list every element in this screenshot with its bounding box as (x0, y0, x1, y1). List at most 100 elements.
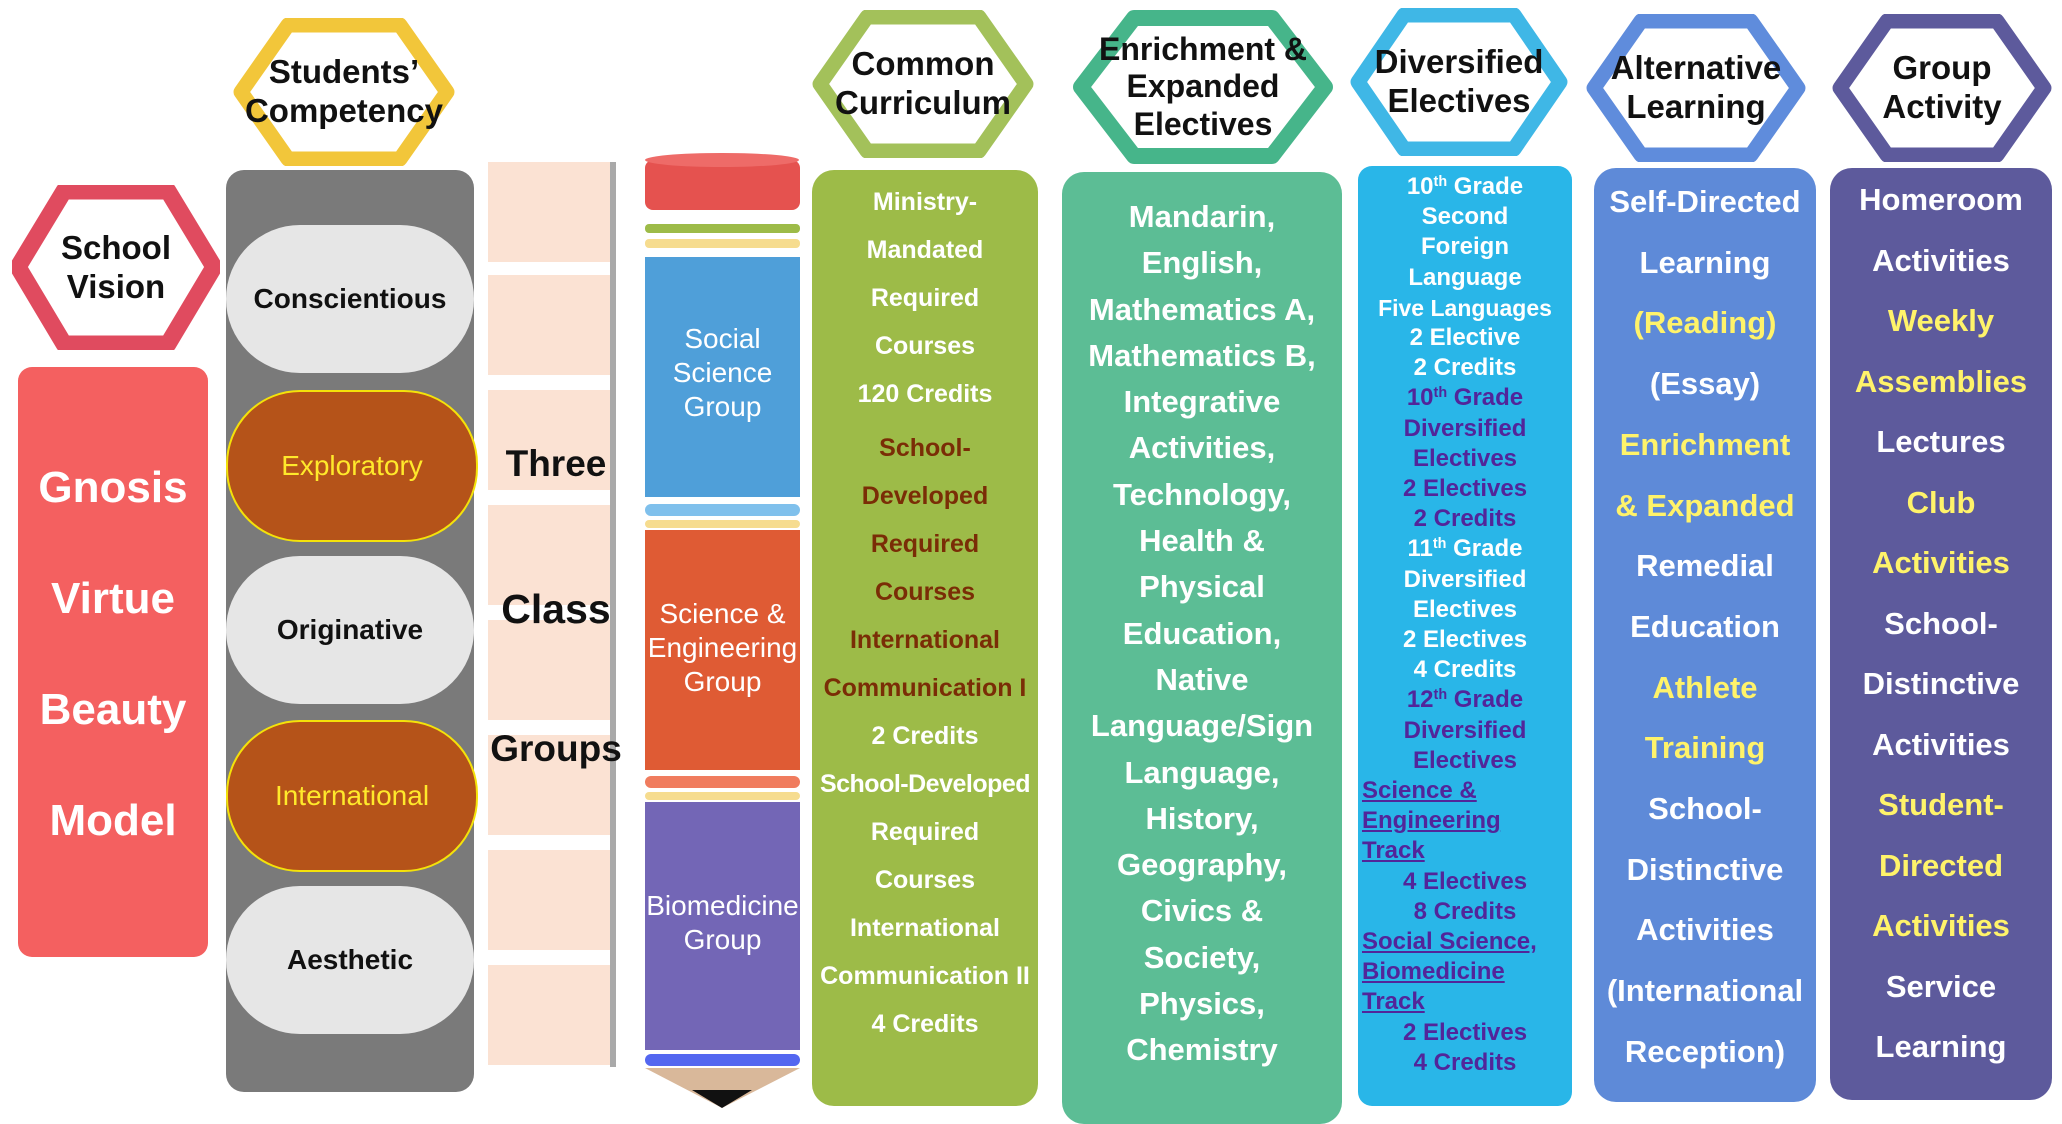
enrichment-line: Native (1155, 661, 1249, 697)
stack-edge (610, 162, 616, 1067)
groups-label-groups: Groups (490, 728, 622, 769)
group-activity-line: Distinctive (1862, 666, 2020, 701)
competency-conscientious: Conscientious (226, 225, 474, 373)
enrichment-line: Society, (1143, 939, 1261, 975)
alternative-line: Self-Directed (1609, 184, 1801, 219)
common-block-international: 2 Credits School-Developed Required Cour… (819, 722, 1031, 1038)
alternative-line: & Expanded (1615, 487, 1795, 523)
group-activity-line: Homeroom (1859, 182, 2023, 217)
enrichment-line: Physics, (1139, 986, 1265, 1022)
students-competency-title: Students’Competency (244, 53, 444, 129)
alternative-line: Education (1630, 608, 1780, 644)
stack-block (488, 965, 610, 1065)
group-activity-line: Activities (1872, 726, 2010, 762)
diversified-electives-column: 10th Grade Second Foreign Language Five … (1358, 166, 1572, 1106)
common-block-school-developed: School- Developed Required Courses Inter… (823, 434, 1027, 702)
alternative-line: Enrichment (1619, 426, 1791, 462)
alternative-line: School- (1648, 791, 1762, 827)
div-track-social-biomedicine-credits: 2 Electives 4 Credits (1402, 1018, 1528, 1076)
competency-aesthetic: Aesthetic (226, 886, 474, 1034)
groups-label-three: Three (505, 443, 607, 484)
enrichment-line: Mathematics A, (1088, 291, 1316, 327)
alternative-line: Activities (1636, 912, 1774, 948)
group-activity-line: Student- (1878, 787, 2004, 822)
group-activity-line: Directed (1878, 847, 2004, 883)
div-track-science-engineering: Science & Engineering Track (1362, 777, 1501, 865)
common-curriculum-column: Ministry- Mandated Required Courses 120 … (812, 170, 1038, 1106)
enrichment-line: Integrative (1123, 384, 1281, 420)
div-track-social-biomedicine: Social Science, Biomedicine Track (1362, 928, 1537, 1016)
pencil-illustration (645, 153, 800, 1108)
vision-value-model: Model (49, 796, 177, 845)
students-competency-hexagon: Students’Competency (233, 18, 455, 166)
stack-block (488, 850, 610, 950)
group-activity-line: Service (1885, 968, 1997, 1004)
enrichment-line: Language/Sign (1090, 708, 1314, 744)
alternative-line: (Reading) (1633, 305, 1777, 341)
alternative-line: (Essay) (1649, 366, 1761, 402)
enrichment-line: Geography, (1117, 847, 1287, 883)
div-section-11th-diversified: 11th Grade Diversified Electives 2 Elect… (1402, 535, 1528, 684)
group-activity-line: Club (1906, 484, 1976, 520)
stack-block (488, 390, 610, 490)
group-activity-line: Lectures (1876, 424, 2006, 459)
competency-originative: Originative (226, 556, 474, 704)
group-activity-line: Weekly (1887, 303, 1995, 338)
group-activity-line: Activities (1872, 908, 2010, 943)
enrichment-line: Activities, (1128, 430, 1276, 466)
enrichment-line: Technology, (1113, 476, 1291, 512)
enrichment-line: Education, (1122, 615, 1282, 651)
enrichment-line: Mandarin, (1128, 199, 1276, 234)
vision-value-gnosis: Gnosis (38, 463, 188, 512)
common-block-ministry: Ministry- Mandated Required Courses 120 … (857, 188, 993, 408)
competency-international: International (226, 720, 478, 872)
div-section-10th-diversified: 10th Grade Diversified Electives 2 Elect… (1402, 384, 1528, 533)
alternative-line: Athlete (1652, 669, 1758, 705)
alternative-line: (International (1606, 973, 1804, 1009)
enrichment-line: Health & (1139, 523, 1265, 559)
alternative-line: Training (1644, 730, 1766, 766)
enrichment-column: Mandarin, English, Mathematics A, Mathem… (1062, 172, 1342, 1124)
div-track-science-engineering-credits: 4 Electives 8 Credits (1402, 867, 1528, 925)
stack-block (488, 735, 610, 835)
enrichment-line: Mathematics B, (1088, 337, 1316, 373)
group-activity-line: School- (1884, 605, 1998, 641)
enrichment-line: Language, (1124, 754, 1280, 790)
groups-label-class: Class (501, 586, 611, 632)
enrichment-line: Civics & (1140, 893, 1264, 929)
group-activity-line: Activities (1872, 242, 2010, 278)
group-activity-line: Activities (1872, 545, 2010, 580)
vision-value-virtue: Virtue (51, 574, 175, 623)
enrichment-line: Chemistry (1126, 1032, 1278, 1068)
alternative-line: Learning (1639, 244, 1771, 280)
competency-exploratory: Exploratory (226, 390, 478, 542)
vision-value-beauty: Beauty (39, 685, 187, 734)
enrichment-line: History, (1145, 800, 1259, 836)
group-activity-line: Learning (1875, 1029, 2007, 1064)
stack-block (488, 275, 610, 375)
stack-block (488, 162, 610, 262)
stack-block (488, 620, 610, 720)
alternative-line: Remedial (1636, 548, 1774, 584)
groups-stack (488, 162, 616, 1087)
group-activity-line: Assemblies (1854, 363, 2028, 399)
enrichment-line: Physical (1139, 569, 1265, 605)
